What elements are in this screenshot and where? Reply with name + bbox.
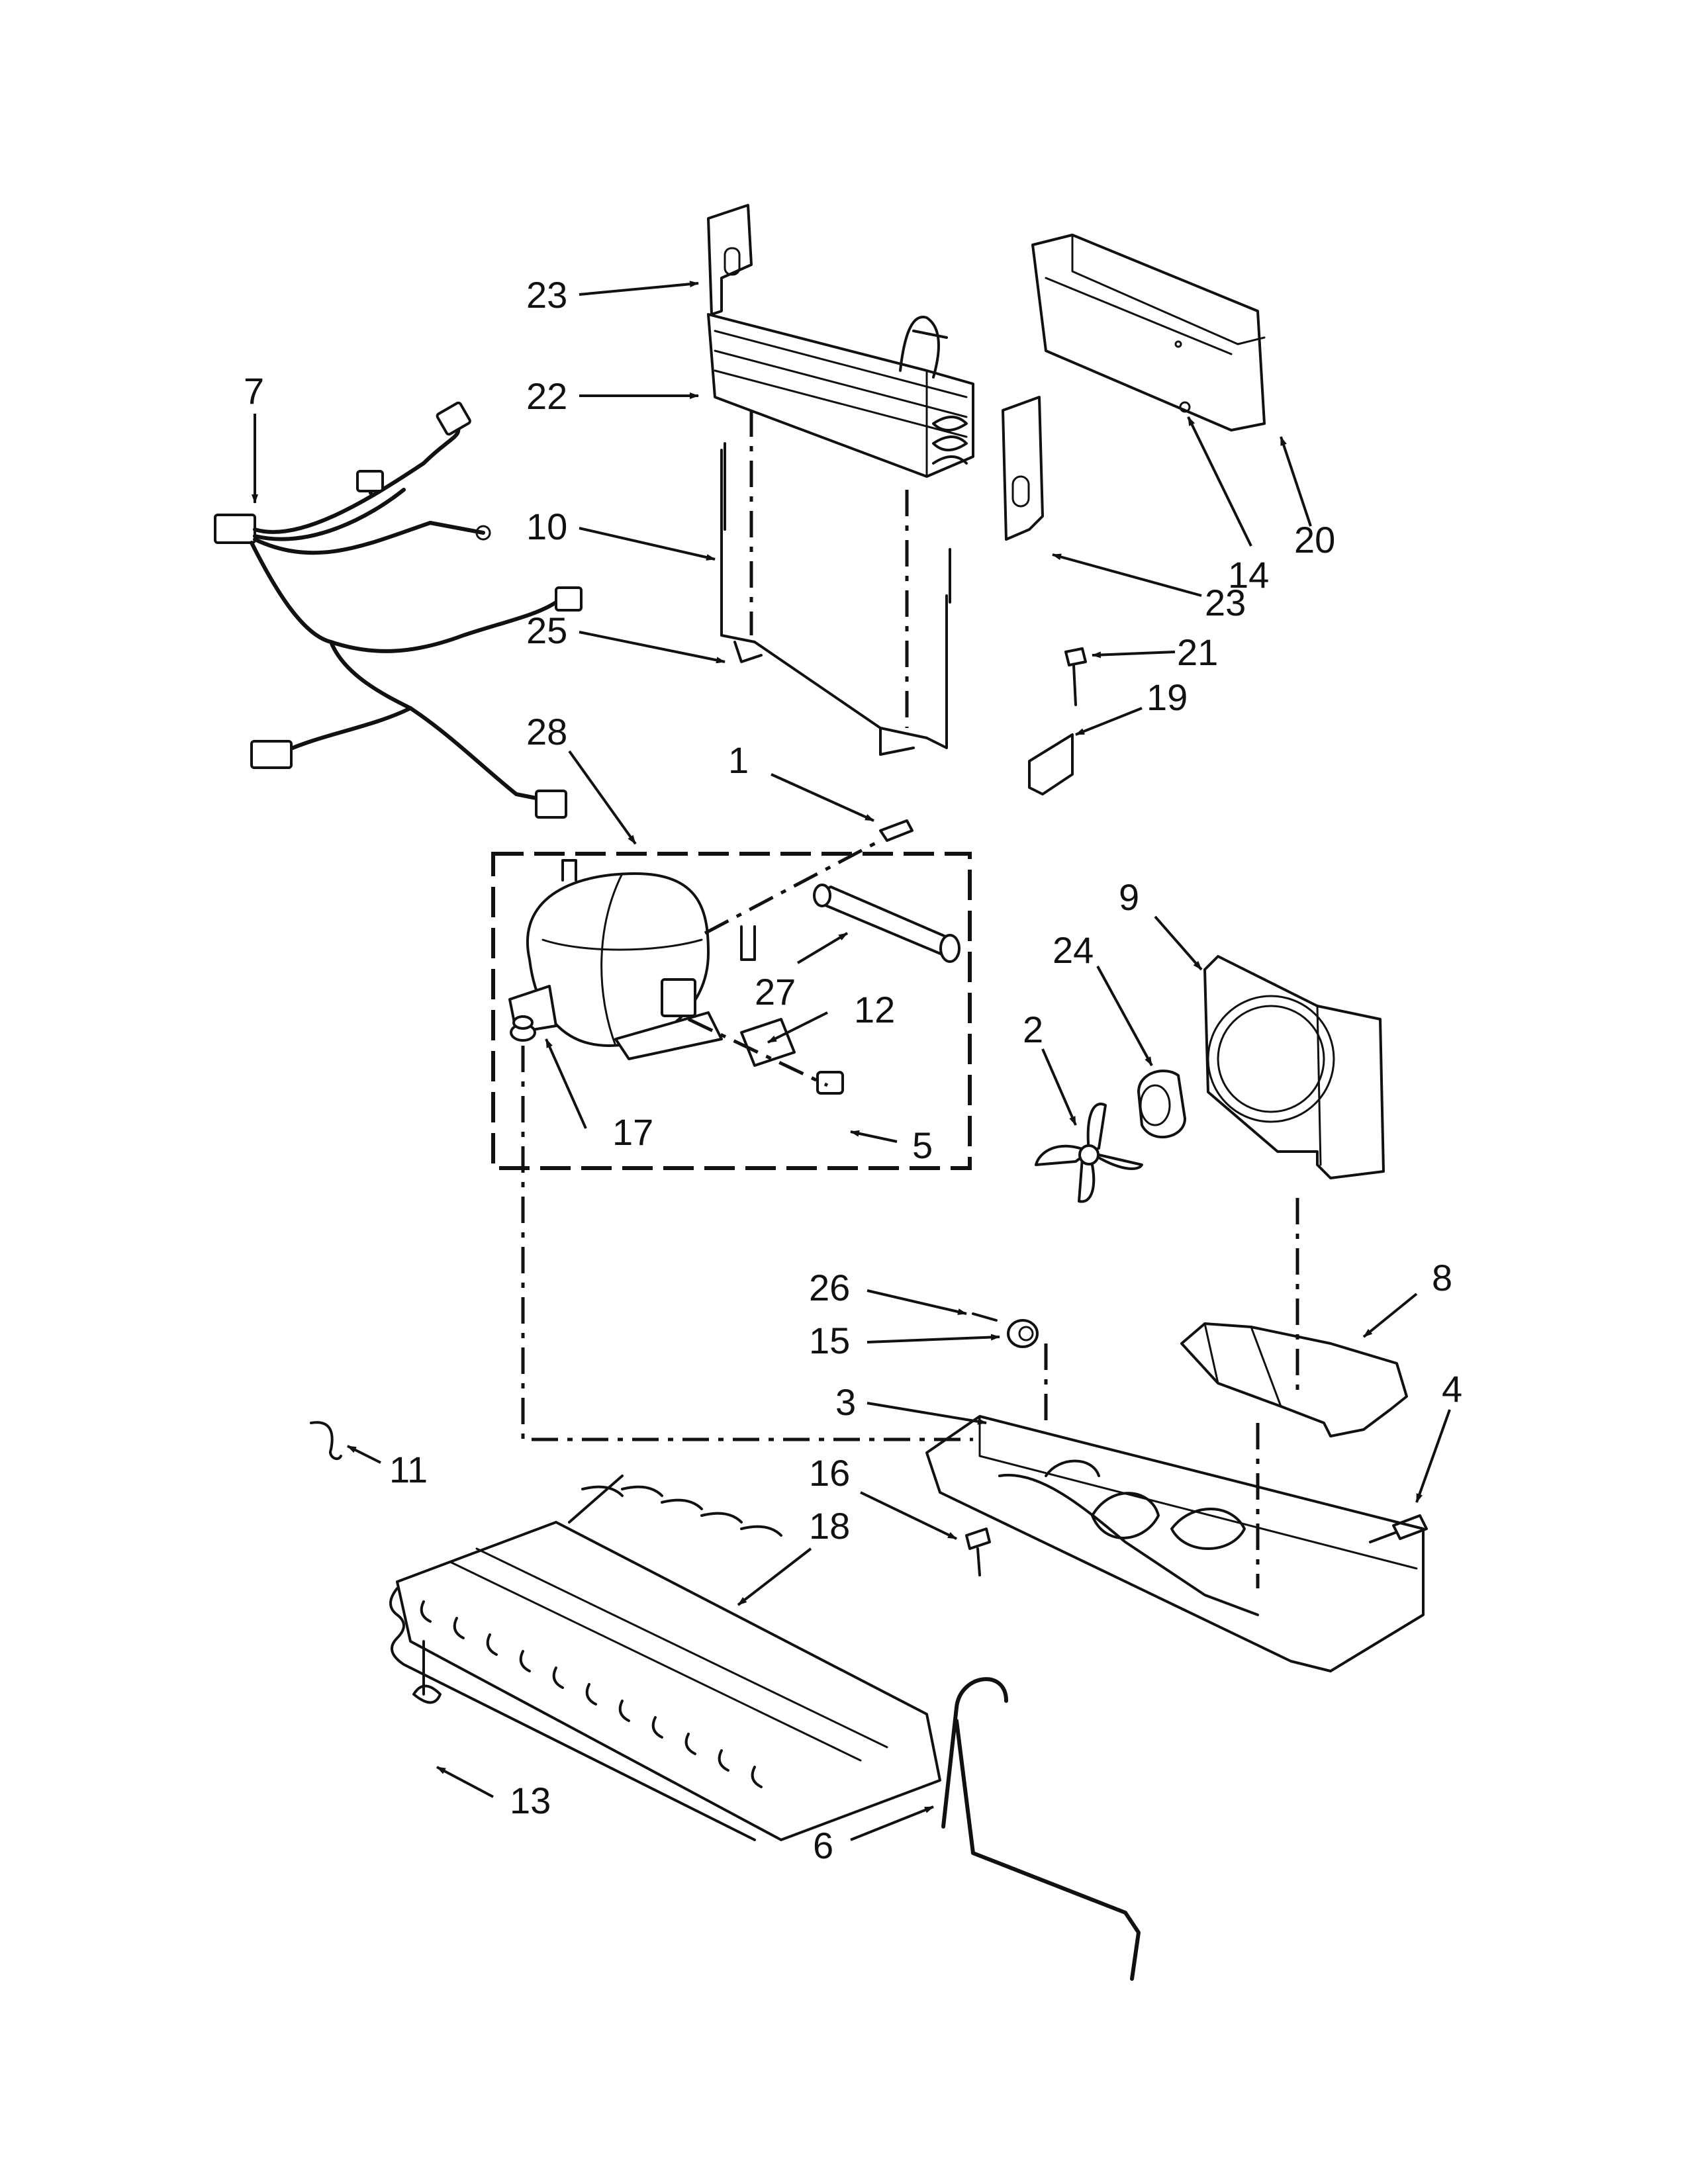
callout-12: 12 xyxy=(854,989,895,1030)
cover-housing xyxy=(1031,234,1266,432)
callout-2: 2 xyxy=(1023,1009,1043,1050)
grommet-17 xyxy=(510,1015,536,1042)
condenser xyxy=(389,1475,941,1841)
fan-blade xyxy=(1035,1103,1143,1203)
callout-16: 16 xyxy=(809,1452,850,1494)
tube-6 xyxy=(941,1677,1141,1981)
callout-7: 7 xyxy=(244,370,264,412)
callout-24: 24 xyxy=(1053,929,1094,971)
callout-23: 23 xyxy=(526,274,567,316)
clip-19 xyxy=(1028,733,1074,796)
callout-26: 26 xyxy=(809,1267,850,1308)
callout-14: 14 xyxy=(1228,554,1269,596)
bolt-1 xyxy=(879,819,914,842)
callout-23: 23 xyxy=(1205,582,1246,623)
drier xyxy=(813,884,961,963)
callout-22: 22 xyxy=(526,375,567,417)
callout-25: 25 xyxy=(526,610,567,651)
fan-shroud xyxy=(1203,955,1385,1179)
leader-arrows xyxy=(252,281,1451,1841)
defrost-terminator xyxy=(724,442,951,604)
grommet-15 xyxy=(1007,1319,1039,1348)
callout-1: 1 xyxy=(728,739,749,781)
callout-20: 20 xyxy=(1294,519,1335,561)
callout-18: 18 xyxy=(809,1505,850,1547)
callout-3: 3 xyxy=(835,1381,856,1423)
alignment-line xyxy=(521,1046,973,1441)
clip-13 xyxy=(412,1640,442,1704)
compressor-assembly-box xyxy=(491,852,972,1170)
alignment-line xyxy=(704,839,882,935)
callout-9: 9 xyxy=(1119,876,1139,918)
callout-27: 27 xyxy=(755,971,796,1013)
callout-6: 6 xyxy=(813,1825,833,1866)
wire-harness xyxy=(214,401,583,819)
screw-4 xyxy=(1369,1514,1428,1543)
callout-21: 21 xyxy=(1177,631,1218,673)
callout-13: 13 xyxy=(510,1780,551,1821)
callout-4: 4 xyxy=(1442,1368,1462,1410)
pin-26 xyxy=(972,1312,998,1322)
defrost-heater xyxy=(720,449,948,756)
evaporator xyxy=(707,313,974,478)
fan-bracket-8 xyxy=(1180,1322,1408,1437)
callout-28: 28 xyxy=(526,711,567,752)
evaporator-bracket-left xyxy=(707,204,753,316)
compressor xyxy=(508,859,756,1060)
callout-5: 5 xyxy=(912,1124,933,1166)
base-plate xyxy=(925,1415,1425,1672)
callout-17: 17 xyxy=(612,1111,653,1153)
alignment-line xyxy=(687,1017,829,1087)
overload-cap xyxy=(816,1071,844,1095)
callout-15: 15 xyxy=(809,1320,850,1361)
clip-11 xyxy=(310,1421,342,1461)
evaporator-bracket-right xyxy=(1002,396,1044,541)
callout-11: 11 xyxy=(389,1449,428,1490)
screw-14 xyxy=(1179,401,1191,413)
callout-19: 19 xyxy=(1147,676,1188,718)
callout-8: 8 xyxy=(1432,1257,1452,1298)
fan-motor xyxy=(1137,1069,1186,1138)
callout-labels: 23 22 7 10 25 28 1 20 14 23 21 19 9 24 2… xyxy=(244,274,1462,1866)
screw-16 xyxy=(965,1527,991,1576)
screw-21 xyxy=(1064,647,1087,706)
callout-10: 10 xyxy=(526,506,567,547)
